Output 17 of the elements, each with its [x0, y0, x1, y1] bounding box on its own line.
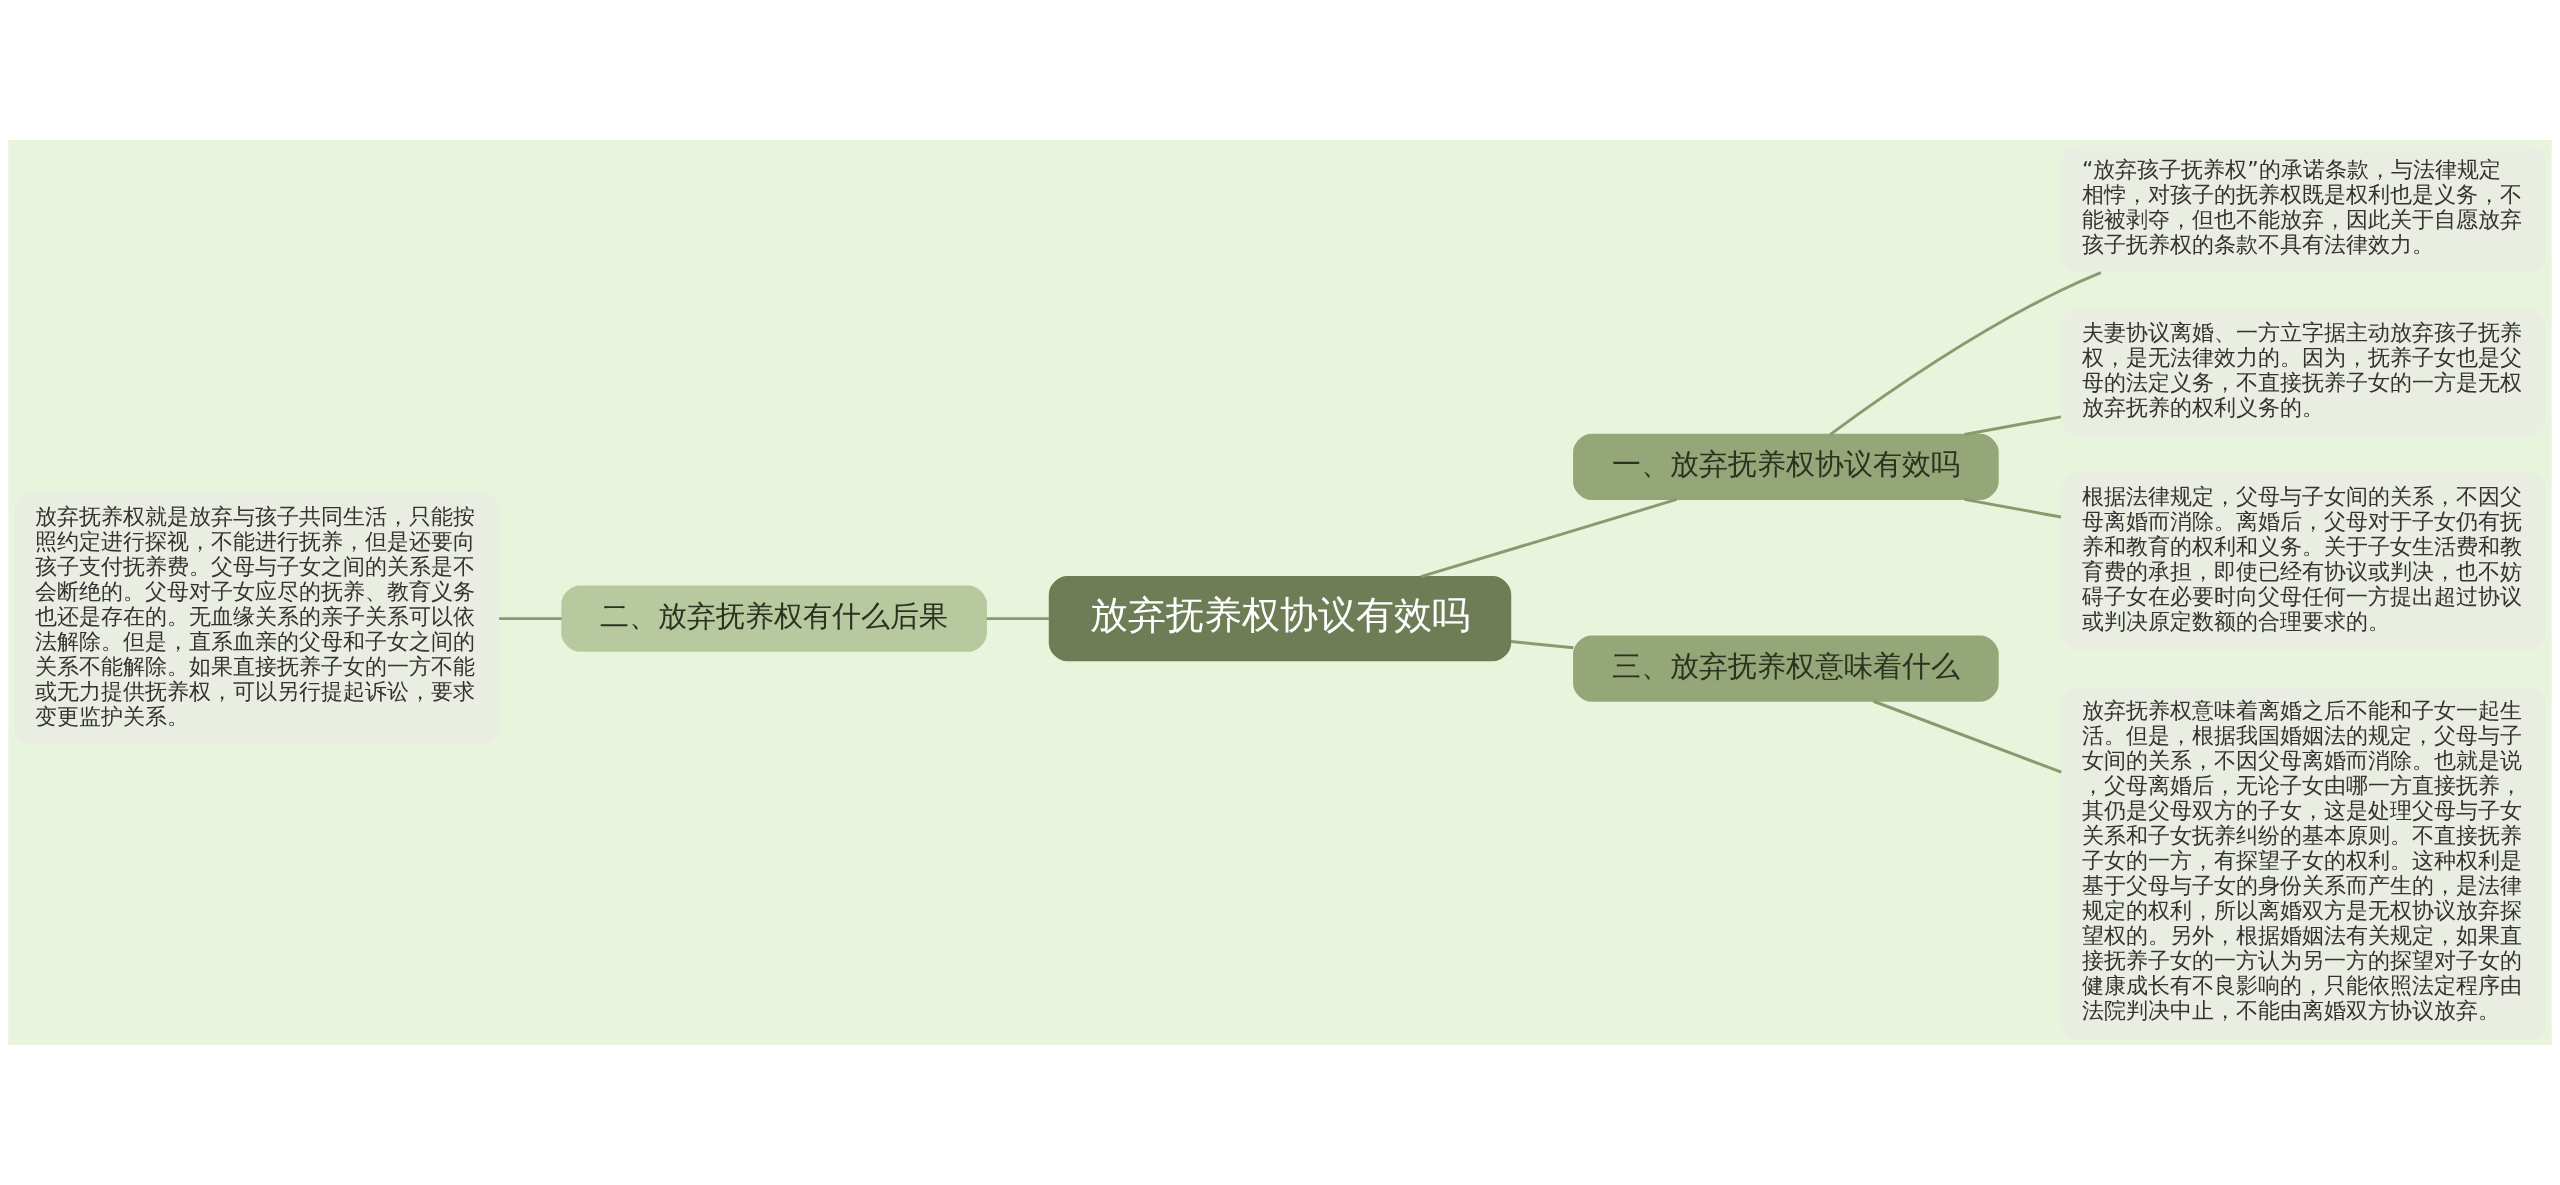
connector: [1829, 271, 2102, 436]
node-box: 三、放弃抚养权意味着什么: [1573, 635, 1999, 702]
node-box: 放弃抚养权意味着离婚之后不能和子女一起生活。但是，根据我国婚姻法的规定，父母与子女间的关系，不因父母离婚而消除。也就是说，父母离婚后，无论子女由哪一方直接抚养，其仍是父母双方的子女，这是处理父母与子女关系和子女抚养纠纷的基本原则。不直接抚养子女的一方，有探望子女的权利。这种权利是基于父母与子女的身份关系而产生的，是法律规定的权利，所以离婚双方是无权协议放弃探望权的。另外，根据婚姻法有关规定，如果直接抚养子女的一方认为另一方的探望对子女的健康成长有不良影响的，只能依照法定程序由法院判决中止，不能由离婚双方协议放弃。: [2060, 686, 2547, 1040]
node-box: 放弃抚养权协议有效吗: [1048, 575, 1512, 662]
connector: [1964, 497, 2062, 519]
node-box: 夫妻协议离婚、一方立字据主动放弃孩子抚养权，是无法律效力的。因为，抚养子女也是父母的法定义务，不直接抚养子女的一方是无权放弃抚养的权利义务的。: [2060, 308, 2547, 437]
connector: [499, 617, 562, 621]
connector: [986, 617, 1050, 621]
connector: [1510, 640, 1574, 650]
node-box: 一、放弃抚养权协议有效吗: [1573, 433, 1999, 501]
node-box: 放弃抚养权就是放弃与孩子共同生活，只能按照约定进行探视，不能进行抚养，但是还要向孩子支付抚养费。父母与子女之间的关系是不会断绝的。父母对子女应尽的抚养、教育义务也还是存在的。无血缘关系的亲子关系可以依法解除。但是，直系血亲的父母和子女之间的关系不能解除。如果直接抚养子女的一方不能或无力提供抚养权，可以另行提起诉讼，要求变更监护关系。: [13, 492, 500, 746]
connector: [1964, 415, 2062, 436]
connector: [1420, 498, 1678, 578]
node-box: 二、放弃抚养权有什么后果: [561, 585, 987, 652]
node-box: “放弃孩子抚养权”的承诺条款，与法律规定相悖，对孩子的抚养权既是权利也是义务，不能被剥夺，但也不能放弃，因此关于自愿放弃孩子抚养权的条款不具有法律效力。: [2060, 145, 2547, 274]
node-box: 根据法律规定，父母与子女间的关系，不因父母离婚而消除。离婚后，父母对于子女仍有抚养和教育的权利和义务。关于子女生活费和教育费的承担，即使已经有协议或判决，也不妨碍子女在必要时向父母任何一方提出超过协议或判决原定数额的合理要求的。: [2060, 472, 2547, 651]
connector: [1873, 699, 2062, 774]
